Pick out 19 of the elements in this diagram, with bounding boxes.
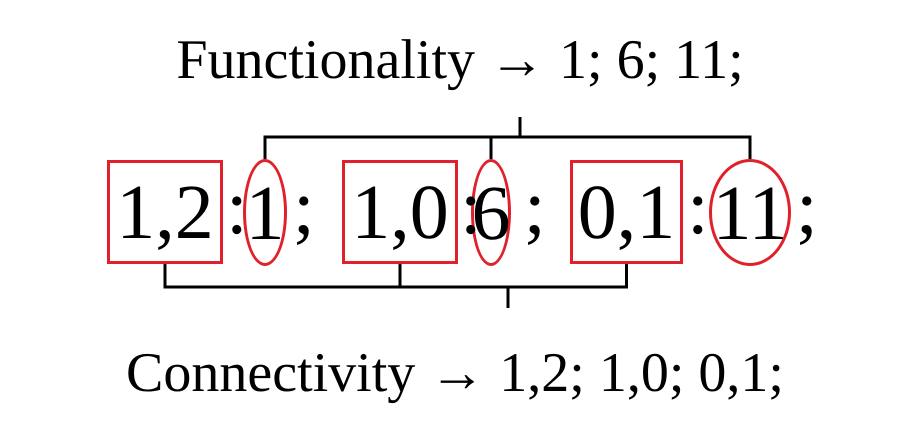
separator-text: : [687, 168, 709, 246]
heading-text: Functionality → 1; 6; 11; [60, 25, 860, 95]
value-text: 1,0 [351, 173, 449, 251]
separator-text: : [226, 168, 248, 246]
value-text: 0,1 [578, 173, 676, 251]
bracket-line [506, 264, 628, 308]
bracket-line [518, 117, 752, 159]
highlight-ellipse [243, 159, 287, 266]
value-text: 1 [246, 174, 284, 252]
highlight-box [570, 160, 683, 264]
heading-text: Connectivity → 1,2; 1,0; 0,1; [20, 335, 890, 410]
separator-text: ; [524, 168, 546, 246]
highlight-ellipse [709, 159, 791, 266]
value-text: 11 [712, 174, 788, 252]
separator-text: ; [796, 168, 818, 246]
highlight-box [107, 160, 223, 264]
highlight-box [342, 160, 458, 264]
separator-text: ; [293, 168, 315, 246]
value-text: 1,2 [116, 173, 214, 251]
